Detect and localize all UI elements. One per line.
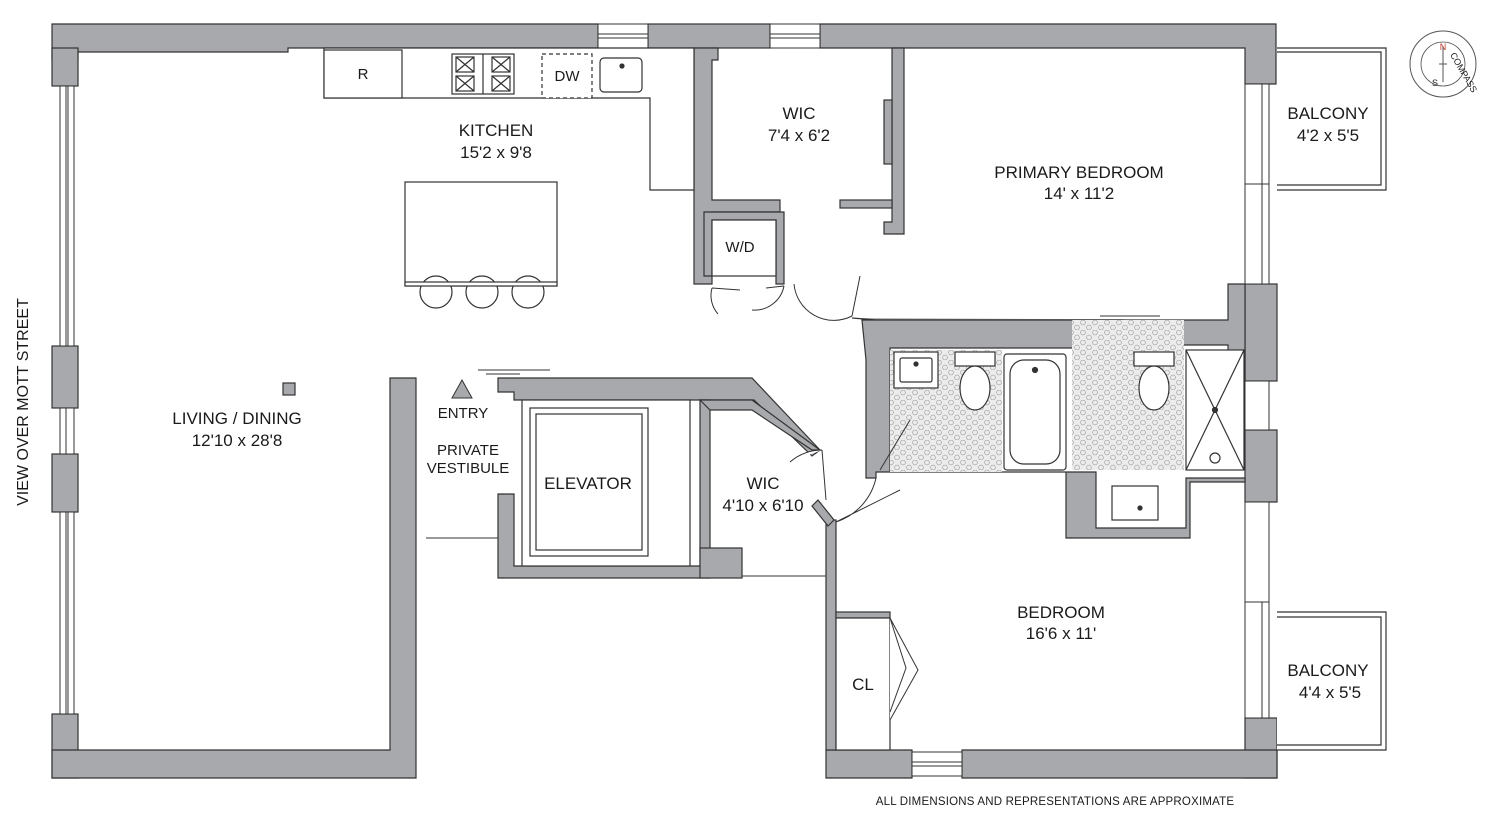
refrigerator-label: R bbox=[358, 66, 369, 83]
toilet-bowl-2 bbox=[1138, 365, 1170, 411]
wall-right-mid-pier bbox=[1244, 429, 1278, 503]
closet-label: CL bbox=[852, 675, 874, 694]
bedroom-name: BEDROOM bbox=[1017, 603, 1105, 622]
wall-primary-west bbox=[883, 47, 905, 235]
wall-bottom-right-2 bbox=[961, 749, 1278, 779]
kitchen-size: 15'2 x 9'8 bbox=[460, 143, 532, 162]
kitchen-island bbox=[404, 181, 558, 287]
balconies bbox=[1277, 47, 1387, 751]
wic-mid-size: 4'10 x 6'10 bbox=[722, 496, 803, 515]
balcony-bottom-size: 4'4 x 5'5 bbox=[1299, 683, 1361, 702]
door-bath-1 bbox=[879, 419, 911, 471]
entry-triangle-icon bbox=[451, 378, 473, 399]
wic-top-name: WIC bbox=[782, 104, 815, 123]
window-right-4 bbox=[1244, 501, 1270, 603]
wall-closet-south bbox=[835, 611, 891, 619]
window-right-3 bbox=[1244, 380, 1270, 431]
street-view-label: VIEW OVER MOTT STREET bbox=[15, 298, 32, 506]
wall-left-pier-2 bbox=[51, 453, 79, 513]
fixtures bbox=[282, 47, 1245, 751]
window-left-2 bbox=[59, 407, 75, 455]
vestibule-line2: VESTIBULE bbox=[427, 460, 510, 477]
entry-label: ENTRY bbox=[438, 405, 489, 422]
wic-mid-name: WIC bbox=[746, 474, 779, 493]
island-edge bbox=[404, 281, 558, 287]
vanity-sink-2 bbox=[1111, 485, 1159, 521]
compass-icon: N S COMPASS bbox=[1409, 30, 1479, 98]
window-right-2 bbox=[1244, 183, 1270, 285]
bedroom-size: 16'6 x 11' bbox=[1026, 624, 1096, 643]
wall-vestibule-north bbox=[497, 377, 821, 457]
living-size: 12'10 x 28'8 bbox=[192, 431, 283, 450]
wall-left-upper bbox=[51, 47, 79, 87]
primary-bedroom-size: 14' x 11'2 bbox=[1044, 184, 1114, 203]
wall-bottom-left bbox=[51, 377, 417, 779]
window-left-3 bbox=[59, 511, 75, 715]
doors bbox=[426, 275, 1160, 721]
window-top-1 bbox=[597, 23, 649, 49]
kitchen-name: KITCHEN bbox=[459, 121, 534, 140]
washer-dryer bbox=[711, 219, 777, 277]
wic-top-size: 7'4 x 6'2 bbox=[768, 126, 830, 145]
wall-wic-shelf bbox=[839, 199, 893, 209]
compass-south: S bbox=[1432, 78, 1438, 88]
door-wd-1 bbox=[710, 287, 741, 315]
stool bbox=[419, 275, 453, 309]
wall-wic-mid-south bbox=[699, 547, 743, 579]
wall-bedroom-west bbox=[825, 519, 837, 751]
closet bbox=[835, 617, 891, 751]
door-bath-primary bbox=[793, 275, 861, 321]
wall-bottom-right bbox=[825, 749, 913, 779]
wall-top-right bbox=[819, 23, 1277, 85]
toilet-tank-2 bbox=[1133, 351, 1175, 367]
wall-wic-top bbox=[693, 47, 781, 285]
door-wd-2 bbox=[751, 285, 785, 311]
wall-top-mid bbox=[647, 23, 771, 49]
sliding-door-entry bbox=[478, 369, 550, 375]
living-name: LIVING / DINING bbox=[172, 409, 301, 428]
dishwasher-label: DW bbox=[555, 68, 581, 85]
wall-jamb-diagonal bbox=[811, 499, 835, 527]
toilet-bowl-1 bbox=[959, 365, 991, 411]
primary-bedroom-name: PRIMARY BEDROOM bbox=[994, 163, 1163, 182]
door-wic-mid bbox=[789, 449, 827, 501]
kitchen-sink bbox=[599, 57, 643, 93]
elevator-label: ELEVATOR bbox=[544, 474, 632, 493]
labels: R DW W/D KITCHEN 15'2 x 9'8 WIC 7'4 x 6'… bbox=[15, 66, 1369, 808]
balcony-top-name: BALCONY bbox=[1287, 104, 1368, 123]
wall-left-pier-1 bbox=[51, 345, 79, 409]
wall-wic-stub bbox=[883, 99, 893, 165]
stool bbox=[465, 275, 499, 309]
door-bath-entry bbox=[835, 477, 901, 523]
stool bbox=[511, 275, 545, 309]
dishwasher bbox=[541, 53, 593, 99]
window-right-5 bbox=[1244, 601, 1270, 719]
wall-wic-mid bbox=[698, 399, 822, 451]
door-closet bbox=[889, 617, 919, 721]
window-right-1 bbox=[1244, 83, 1270, 185]
refrigerator bbox=[323, 49, 403, 99]
washer-dryer-label: W/D bbox=[725, 239, 754, 256]
windows bbox=[59, 23, 1270, 777]
vestibule-line1: PRIVATE bbox=[437, 442, 499, 459]
outer-walls bbox=[51, 23, 1278, 779]
compass-north: N bbox=[1440, 42, 1447, 52]
window-top-2 bbox=[769, 23, 821, 49]
balcony-bottom-name: BALCONY bbox=[1287, 661, 1368, 680]
wall-right-top-pier bbox=[1244, 283, 1278, 382]
window-bottom bbox=[911, 751, 963, 777]
window-left-1 bbox=[59, 85, 75, 347]
column bbox=[282, 382, 296, 396]
disclaimer: ALL DIMENSIONS AND REPRESENTATIONS ARE A… bbox=[876, 796, 1235, 808]
balcony-top-size: 4'2 x 5'5 bbox=[1297, 126, 1359, 145]
toilet-tank-1 bbox=[954, 351, 996, 367]
